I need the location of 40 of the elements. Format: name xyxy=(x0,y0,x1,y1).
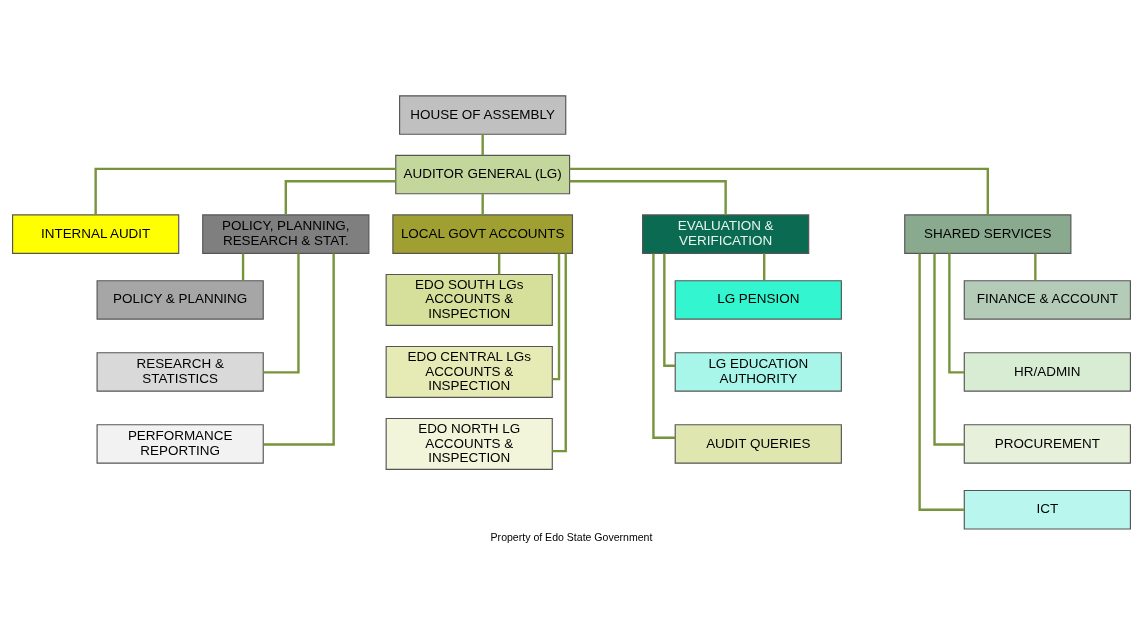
connector xyxy=(652,253,676,439)
connector xyxy=(948,252,965,374)
node-box: AUDIT QUERIES xyxy=(674,423,842,464)
connector xyxy=(481,134,484,155)
node-box: EDO CENTRAL LGs ACCOUNTS & INSPECTION xyxy=(385,345,553,398)
connector xyxy=(263,253,335,446)
node-box: POLICY & PLANNING xyxy=(96,279,264,320)
connector xyxy=(569,179,727,215)
connector xyxy=(284,179,396,215)
connector xyxy=(94,167,396,215)
node-box: ICT xyxy=(963,489,1131,530)
node-box: HR/ADMIN xyxy=(963,351,1131,392)
node-box: SHARED SERVICES xyxy=(904,213,1072,254)
node-box: PROCUREMENT xyxy=(963,423,1131,464)
node-box: FINANCE & ACCOUNT xyxy=(963,279,1131,320)
connector xyxy=(918,253,964,511)
connector xyxy=(552,252,567,452)
node-box: LG PENSION xyxy=(674,279,842,320)
connector xyxy=(933,253,965,446)
node-box: EDO SOUTH LGs ACCOUNTS & INSPECTION xyxy=(385,273,553,326)
connector xyxy=(481,193,484,215)
node-box: EVALUATION & VERIFICATION xyxy=(642,213,810,254)
node-box: PERFORMANCE REPORTING xyxy=(96,423,264,464)
connector xyxy=(241,253,245,280)
connector xyxy=(663,253,676,367)
connector xyxy=(552,252,561,380)
node-box: LG EDUCATION AUTHORITY xyxy=(674,351,842,392)
node-box: LOCAL GOVT ACCOUNTS xyxy=(392,213,574,254)
connector xyxy=(569,167,989,215)
node-box: POLICY, PLANNING, RESEARCH & STAT. xyxy=(202,213,370,254)
connector xyxy=(763,253,766,280)
node-box: EDO NORTH LG ACCOUNTS & INSPECTION xyxy=(385,417,553,470)
connector xyxy=(497,253,501,274)
connector xyxy=(1034,253,1037,280)
caption: Property of Edo State Government xyxy=(490,530,653,543)
node-box: AUDITOR GENERAL (LG) xyxy=(395,154,571,194)
node-box: INTERNAL AUDIT xyxy=(12,213,180,254)
node-box: HOUSE OF ASSEMBLY xyxy=(399,94,567,135)
connector xyxy=(263,252,300,374)
node-box: RESEARCH & STATISTICS xyxy=(96,351,264,392)
